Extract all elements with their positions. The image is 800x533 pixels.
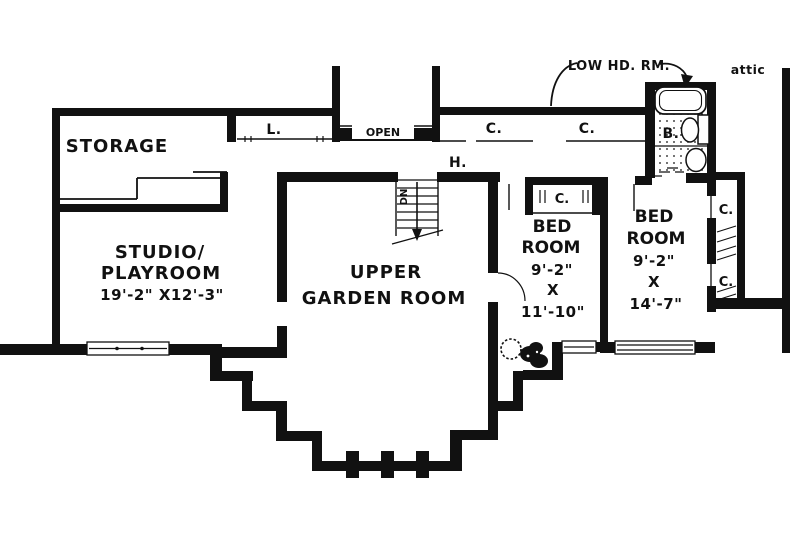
garden-bedroom1-door-arc	[497, 272, 526, 302]
doors	[497, 184, 635, 302]
storage-label: STORAGE	[66, 136, 168, 157]
window-bedroom2-south	[614, 340, 696, 355]
low-headroom-leaders	[550, 62, 693, 107]
staircase: DN	[391, 172, 444, 245]
leader-line-left	[550, 62, 578, 107]
bedroom1-dim-length: 11'-10"	[521, 303, 585, 321]
bathroom-fixtures	[647, 86, 710, 176]
garden-name-line2: GARDEN ROOM	[302, 288, 467, 309]
hall-label: H.	[449, 155, 467, 171]
linen-closet-label: L.	[266, 122, 281, 138]
bedroom1-closet-label: C.	[555, 192, 569, 207]
attic-label: attic	[731, 62, 766, 77]
strip-closet-lower-label: C.	[719, 275, 733, 290]
bedroom2-dim-length: 14'-7"	[630, 295, 683, 313]
hall-closet-2-label: C.	[579, 121, 596, 137]
studio-name-line2: PLAYROOM	[101, 263, 221, 284]
hall-closet-1-label: C.	[486, 121, 503, 137]
garden-name-line1: UPPER	[350, 262, 422, 283]
stairs-arrowhead	[412, 229, 422, 241]
bath-label: B.	[663, 126, 680, 142]
bedroom1-dim-x: X	[547, 281, 559, 299]
bedroom2-dim-width: 9'-2"	[633, 252, 675, 270]
bedroom2-dim-x: X	[648, 273, 660, 291]
bedroom1-name-line1: BED	[533, 217, 572, 237]
window-studio-south	[86, 341, 170, 356]
open-to-below-label: OPEN	[366, 126, 400, 139]
stairs-down-label: DN	[399, 189, 410, 206]
bedroom2-name-line1: BED	[635, 207, 674, 227]
studio-name-line1: STUDIO/	[115, 242, 205, 263]
leader-arrowhead	[681, 74, 693, 88]
bedroom1-name-line2: ROOM	[522, 238, 581, 258]
plant-icon	[500, 338, 548, 368]
open-label-box	[352, 123, 414, 139]
bedroom1-dim-width: 9'-2"	[531, 261, 573, 279]
studio-dims: 19'-2" X12'-3"	[100, 286, 224, 304]
strip-closet-upper-label: C.	[719, 203, 733, 218]
window-bedroom1-south	[561, 340, 597, 354]
low-headroom-label: LOW HD. RM.	[568, 59, 670, 74]
toilet-bowl-icon	[680, 117, 700, 143]
closet-strip-openings	[706, 196, 717, 286]
toilet-tank-icon	[697, 114, 710, 145]
bedroom2-name-line2: ROOM	[627, 229, 686, 249]
sink-icon	[685, 147, 707, 173]
